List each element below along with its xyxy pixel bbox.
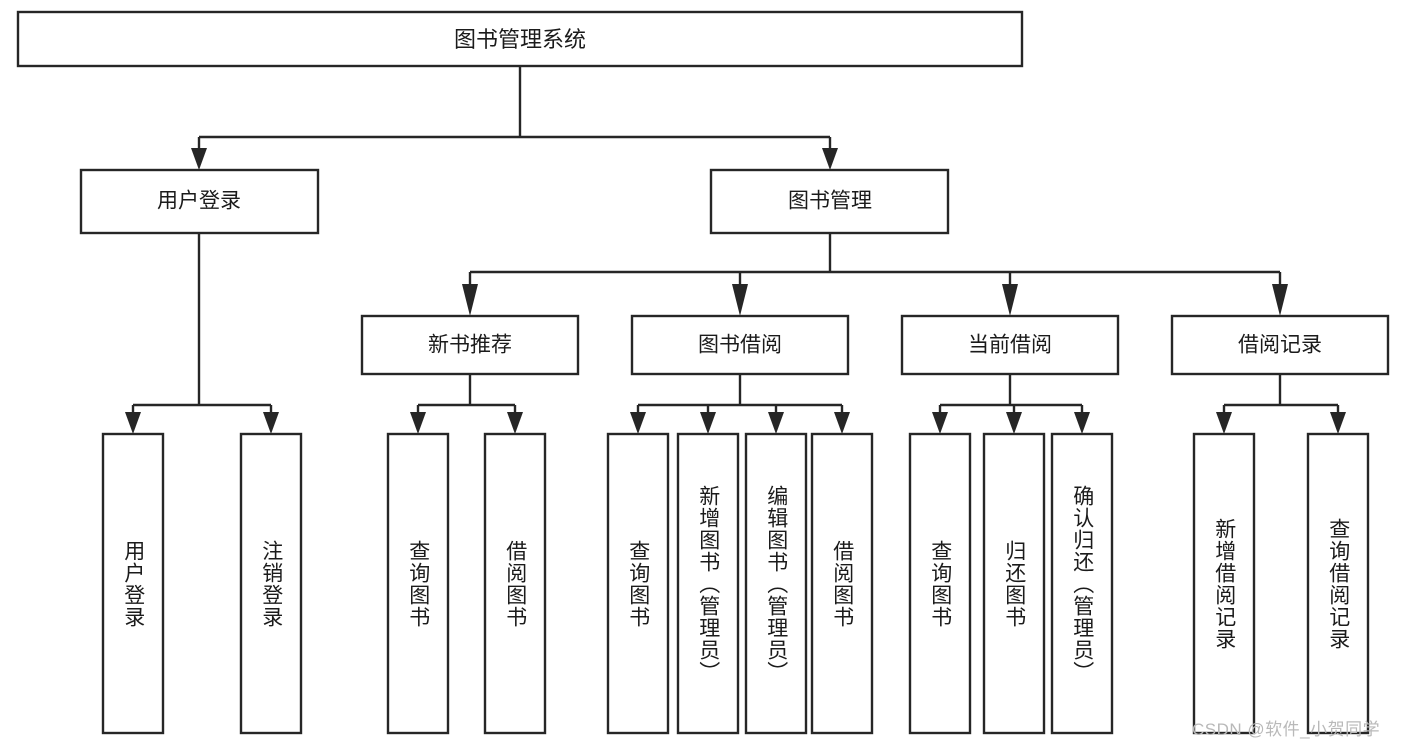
csdn-watermark: CSDN @软件_小贺同学	[1192, 720, 1381, 739]
node-leaf-borrow-query-book-box[interactable]	[606, 432, 670, 735]
node-borrow-record-box[interactable]	[1170, 314, 1390, 376]
node-leaf-current-confirm-return-box[interactable]	[1050, 432, 1114, 735]
arrow-head-leaf-record-query	[1330, 412, 1346, 434]
arrow-head-current-borrow	[1002, 284, 1018, 316]
arrow-head-leaf-record-add	[1216, 412, 1232, 434]
node-book-borrow-box[interactable]	[630, 314, 850, 376]
node-leaf-user-login-box[interactable]	[101, 432, 165, 735]
arrow-head-new-book-rec	[462, 284, 478, 316]
arrow-head-leaf-current-return-book	[1006, 412, 1022, 434]
node-leaf-current-return-book-box[interactable]	[982, 432, 1046, 735]
node-new-book-rec-label: 新书推荐	[428, 334, 512, 357]
node-leaf-current-query-book-box[interactable]	[908, 432, 972, 735]
arrow-head-leaf-borrow-query-book	[630, 412, 646, 434]
node-user-login-label: 用户登录	[157, 190, 241, 213]
node-current-borrow-label: 当前借阅	[968, 334, 1052, 357]
arrow-head-leaf-current-query-book	[932, 412, 948, 434]
node-leaf-user-logout-box[interactable]	[239, 432, 303, 735]
node-leaf-rec-borrow-book-box[interactable]	[483, 432, 547, 735]
node-new-book-rec-box[interactable]	[360, 314, 580, 376]
arrow-head-leaf-user-login	[125, 412, 141, 434]
arrow-head-leaf-rec-query-book	[410, 412, 426, 434]
node-leaf-borrow-edit-book-box[interactable]	[744, 432, 808, 735]
node-leaf-borrow-add-book-box[interactable]	[676, 432, 740, 735]
connector-layer	[125, 66, 1346, 434]
node-leaf-record-add-box[interactable]	[1192, 432, 1256, 735]
node-leaf-borrow-borrow-book-box[interactable]	[810, 432, 874, 735]
arrow-head-leaf-borrow-edit-book	[768, 412, 784, 434]
arrow-head-borrow-record	[1272, 284, 1288, 316]
node-book-manage-box[interactable]	[709, 168, 950, 235]
node-layer: 图书管理系统 用户登录 图书管理 新书推荐 图书借阅 当前借阅 借阅记录	[16, 10, 1390, 735]
node-leaf-record-query-box[interactable]	[1306, 432, 1370, 735]
node-book-manage-label: 图书管理	[788, 190, 872, 213]
arrow-head-leaf-user-logout	[263, 412, 279, 434]
arrow-head-leaf-borrow-add-book	[700, 412, 716, 434]
node-leaf-rec-query-book-box[interactable]	[386, 432, 450, 735]
arrow-head-leaf-current-confirm-return	[1074, 412, 1090, 434]
node-borrow-record-label: 借阅记录	[1238, 334, 1322, 357]
arrow-head-book-manage	[822, 148, 838, 170]
node-current-borrow-box[interactable]	[900, 314, 1120, 376]
arrow-head-user-login	[191, 148, 207, 170]
node-root-box[interactable]	[16, 10, 1024, 68]
node-book-borrow-label: 图书借阅	[698, 334, 782, 357]
arrow-head-book-borrow	[732, 284, 748, 316]
arrow-head-leaf-rec-borrow-book	[507, 412, 523, 434]
node-root-label: 图书管理系统	[454, 27, 586, 52]
node-user-login-box[interactable]	[79, 168, 320, 235]
arrow-head-leaf-borrow-borrow-book	[834, 412, 850, 434]
